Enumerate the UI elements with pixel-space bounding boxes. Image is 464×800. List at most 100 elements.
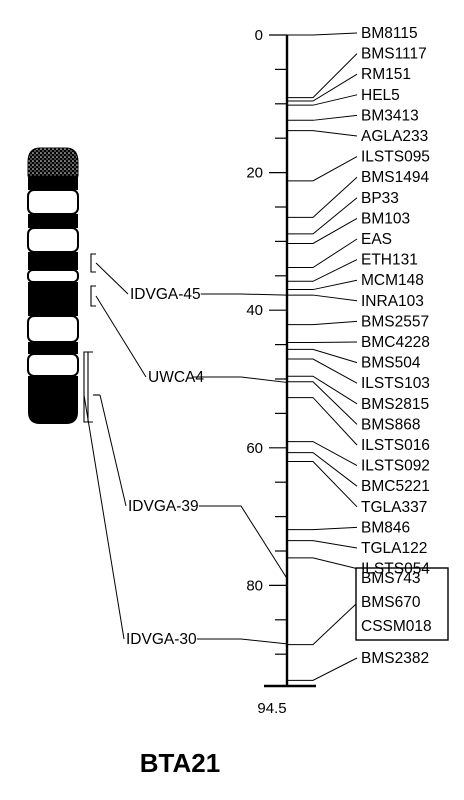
marker-label: ETH131 [361, 252, 418, 269]
axis-tick-label: 40 [246, 302, 263, 319]
marker-leader [287, 397, 358, 446]
marker-label: EAS [361, 231, 392, 248]
marker-label: BM103 [361, 210, 410, 227]
marker-label: ILSTS092 [361, 458, 430, 475]
marker-label: BMS2557 [361, 313, 429, 330]
chromosome-band [28, 214, 78, 228]
marker-label: BM3413 [361, 107, 419, 124]
axis-ticks [269, 34, 287, 655]
marker-leader [287, 540, 358, 549]
bracket-idvga-39 [87, 351, 93, 423]
marker-leader [287, 176, 358, 218]
chromosome-band [27, 189, 79, 215]
marker-leader [287, 279, 358, 291]
marker-leader [287, 452, 358, 487]
axis-tick-label: 20 [246, 165, 263, 182]
marker-leader [287, 341, 358, 344]
axis-tick-label: 0 [255, 27, 263, 44]
chromosome-ideogram [27, 147, 79, 424]
marker-leader [287, 526, 358, 531]
marker-label: RM151 [361, 66, 411, 83]
cytogenetic-connector [200, 293, 288, 296]
marker-leader [287, 130, 358, 137]
marker-label: CSSM018 [361, 618, 432, 635]
marker-label: BMS2382 [361, 650, 429, 667]
axis-end-label: 94.5 [257, 700, 286, 717]
chromosome-band [27, 227, 79, 253]
marker-leader [287, 259, 358, 282]
cytogenetic-label: IDVGA-45 [130, 286, 201, 303]
chromosome-band [27, 269, 79, 283]
marker-label: HEL5 [361, 87, 400, 104]
marker-leader [287, 320, 358, 326]
chromosome-title: BTA21 [140, 748, 220, 778]
marker-label: BMS504 [361, 355, 421, 372]
chromosome-band [28, 376, 78, 424]
bracket-idvga-45 [90, 253, 96, 273]
axis-tick-labels: 0 20 40 60 80 [246, 27, 263, 594]
bracket-idvga-30 [83, 351, 88, 423]
marker-label: TGLA337 [361, 499, 427, 516]
marker-leader [287, 32, 358, 36]
marker-leader [287, 603, 357, 646]
marker-leader [287, 557, 358, 570]
marker-leader [287, 381, 358, 425]
marker-label: BM8115 [361, 25, 418, 42]
marker-label: BMC5221 [361, 478, 430, 495]
marker-label: INRA103 [361, 293, 424, 310]
marker-label: MCM148 [361, 272, 424, 289]
marker-leader [287, 348, 358, 364]
marker-label: BM846 [361, 519, 410, 536]
cytogenetic-axis-lines [193, 293, 288, 645]
bracket-uwca4 [90, 285, 96, 307]
marker-leader [287, 375, 358, 405]
axis-tick-label: 80 [246, 577, 263, 594]
marker-leader [287, 217, 358, 244]
marker-label: BMS2815 [361, 396, 429, 413]
axis-tick-label: 60 [246, 440, 263, 457]
marker-label: BP33 [361, 190, 399, 207]
marker-labels: BM8115BMS1117RM151HEL5BM3413AGLA233ILSTS… [361, 25, 432, 667]
marker-label: ILSTS095 [361, 149, 430, 166]
marker-label: ILSTS103 [361, 375, 430, 392]
marker-label: AGLA233 [361, 128, 428, 145]
colocated-markers-box [355, 567, 449, 641]
marker-label: BMS1494 [361, 169, 429, 186]
marker-leader [287, 53, 358, 99]
marker-leader [287, 94, 358, 106]
marker-leader [287, 461, 358, 508]
cytogenetic-connector [198, 505, 288, 579]
marker-label: ILSTS016 [361, 437, 430, 454]
chromosome-band [28, 342, 78, 354]
chromosome-band [28, 176, 78, 190]
cytogenetic-label: IDVGA-30 [126, 631, 197, 648]
marker-label: BMS670 [361, 594, 421, 611]
marker-leader [287, 197, 358, 235]
marker-label: TGLA122 [361, 540, 427, 557]
marker-leader [287, 238, 358, 269]
marker-leader [287, 156, 358, 182]
cytogenetic-brackets [83, 253, 100, 423]
marker-label: BMS743 [361, 570, 420, 587]
cytogenetic-leader-lines [83, 262, 147, 640]
marker-label: BMS868 [361, 416, 420, 433]
marker-label: BMC4228 [361, 334, 430, 351]
marker-leader [287, 294, 358, 302]
cytogenetic-label: IDVGA-39 [128, 498, 199, 515]
cytogenetic-connector [196, 638, 288, 645]
cytogenetic-label: UWCA4 [148, 369, 204, 386]
centromere-cap [27, 147, 79, 177]
marker-label: ILSTS054 [361, 561, 430, 578]
chromosome-band [27, 315, 79, 343]
chromosome-band [28, 252, 78, 270]
marker-leader [287, 114, 358, 121]
marker-label: BMS1117 [361, 46, 427, 63]
marker-leader [287, 441, 358, 467]
chromosome-band [27, 353, 79, 377]
chromosome-band [28, 282, 78, 316]
marker-leader [287, 73, 358, 102]
marker-leader [287, 657, 358, 681]
marker-leader-lines [287, 32, 358, 681]
marker-leader [287, 358, 358, 384]
